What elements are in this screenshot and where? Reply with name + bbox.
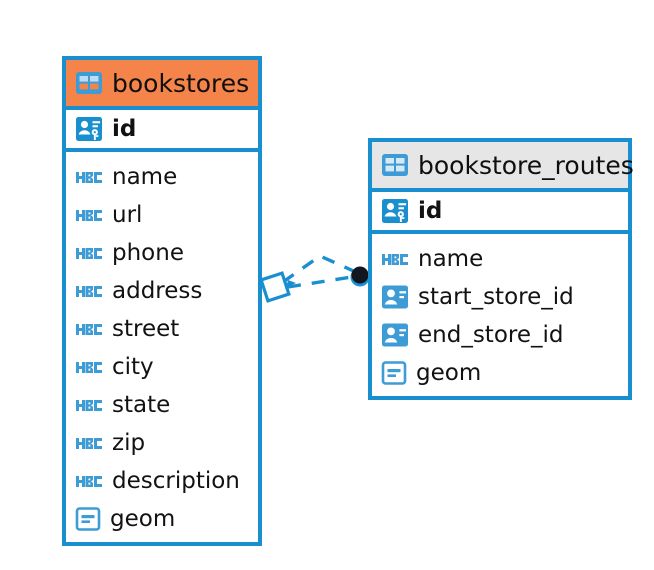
abc-text-icon [75, 245, 103, 261]
entity-title: bookstore_routes [418, 150, 634, 180]
filled-circle-endpoint-icon [350, 266, 370, 287]
abc-text-icon [381, 251, 409, 267]
field-row-city[interactable]: city [66, 348, 258, 386]
abc-text-icon [75, 359, 103, 375]
abc-text-icon [75, 397, 103, 413]
geometry-icon [381, 360, 407, 386]
field-label: city [112, 353, 154, 380]
field-label: street [112, 315, 180, 342]
field-row-phone[interactable]: phone [66, 234, 258, 272]
entity-bookstore-routes[interactable]: bookstore_routes [368, 138, 634, 400]
field-row-start-store-id[interactable]: start_store_id [372, 278, 628, 316]
field-label: url [112, 201, 143, 228]
field-row-url[interactable]: url [66, 196, 258, 234]
field-row-description[interactable]: description [66, 462, 258, 500]
foreign-key-icon [381, 284, 409, 310]
field-row-geom[interactable]: geom [372, 354, 628, 392]
endpoint-tail-icon [286, 280, 296, 288]
geometry-icon [75, 506, 101, 532]
field-row-state[interactable]: state [66, 386, 258, 424]
primary-key-icon [381, 197, 409, 225]
field-row-zip[interactable]: zip [66, 424, 258, 462]
field-label: id [418, 197, 443, 224]
abc-text-icon [75, 321, 103, 337]
field-row-address[interactable]: address [66, 272, 258, 310]
field-label: geom [416, 359, 482, 386]
field-label: zip [112, 429, 146, 456]
primary-key-section-bookstores: id [66, 106, 258, 152]
field-row-end-store-id[interactable]: end_store_id [372, 316, 628, 354]
field-label: name [112, 163, 178, 190]
abc-text-icon [75, 207, 103, 223]
abc-text-icon [75, 283, 103, 299]
field-label: start_store_id [418, 283, 574, 310]
entity-bookstores[interactable]: bookstores id [62, 56, 262, 546]
fields-section-bookstore-routes: name start_store_id [372, 234, 628, 396]
field-label: phone [112, 239, 184, 266]
rotated-square-endpoint-icon [259, 271, 291, 303]
entity-header-bookstore-routes[interactable]: bookstore_routes [372, 142, 634, 188]
field-row-geom[interactable]: geom [66, 500, 258, 538]
field-label: name [418, 245, 484, 272]
fields-section-bookstores: name url [66, 152, 258, 542]
field-row-street[interactable]: street [66, 310, 258, 348]
primary-key-icon [75, 115, 103, 143]
entity-header-bookstores[interactable]: bookstores [66, 60, 258, 106]
field-label: end_store_id [418, 321, 564, 348]
field-label: id [112, 115, 137, 142]
field-row-primary-key[interactable]: id [372, 192, 628, 230]
abc-text-icon [75, 473, 103, 489]
relationship-lines [282, 254, 359, 289]
primary-key-section-bookstore-routes: id [372, 188, 628, 234]
table-grid-icon [75, 71, 103, 95]
foreign-key-icon [381, 322, 409, 348]
relationship-line-lower [287, 274, 359, 289]
field-label: state [112, 391, 171, 418]
abc-text-icon [75, 169, 103, 185]
field-row-name[interactable]: name [372, 240, 628, 278]
field-label: description [112, 467, 240, 494]
field-row-primary-key[interactable]: id [66, 110, 258, 148]
field-row-name[interactable]: name [66, 158, 258, 196]
table-grid-icon [381, 153, 409, 177]
abc-text-icon [75, 435, 103, 451]
relationship-line-upper [282, 254, 359, 284]
field-label: geom [110, 505, 176, 532]
field-label: address [112, 277, 203, 304]
entity-title: bookstores [112, 68, 250, 98]
